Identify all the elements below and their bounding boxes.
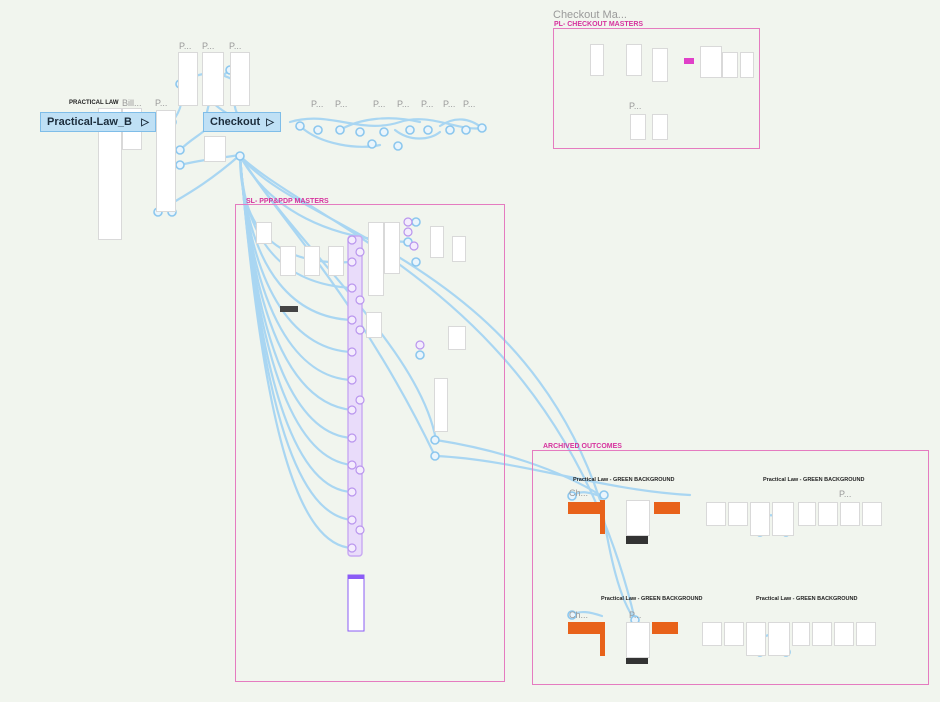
screen-thumbnail[interactable] bbox=[746, 622, 766, 656]
frame-title: P... bbox=[443, 99, 456, 109]
screen-thumbnail[interactable] bbox=[366, 312, 382, 338]
screen-thumbnail[interactable] bbox=[178, 52, 198, 106]
frame-title: P... bbox=[179, 41, 192, 51]
frame-title: P... bbox=[155, 98, 168, 108]
practical-law-logo: PRACTICAL LAW bbox=[69, 100, 119, 106]
frame-title: P... bbox=[335, 99, 348, 109]
play-icon: ▷ bbox=[266, 117, 274, 128]
screen-thumbnail[interactable] bbox=[700, 46, 722, 78]
flow-practical-law-button[interactable]: Practical-Law_B ▷ bbox=[40, 112, 156, 132]
screen-thumbnail[interactable] bbox=[452, 236, 466, 262]
section-title: PL- CHECKOUT MASTERS bbox=[554, 21, 644, 28]
screen-thumbnail[interactable] bbox=[768, 622, 790, 656]
screen-thumbnail[interactable] bbox=[204, 136, 226, 162]
screen-thumbnail[interactable] bbox=[230, 52, 250, 106]
screen-thumbnail[interactable] bbox=[706, 502, 726, 526]
screen-thumbnail[interactable] bbox=[384, 222, 400, 274]
screen-thumbnail[interactable] bbox=[812, 622, 832, 646]
screen-thumbnail[interactable] bbox=[430, 226, 444, 258]
screen-thumbnail[interactable] bbox=[304, 246, 320, 276]
screen-thumbnail[interactable] bbox=[840, 502, 860, 526]
screen-thumbnail[interactable] bbox=[630, 114, 646, 140]
section-ppp-pdp-masters[interactable]: SL- PPP&PDP MASTERS bbox=[235, 198, 505, 682]
screen-thumbnail[interactable] bbox=[434, 378, 448, 432]
archived-frame-title: Practical Law - GREEN BACKGROUND bbox=[756, 596, 858, 602]
screen-thumbnail[interactable] bbox=[818, 502, 838, 526]
frame-title: P... bbox=[202, 41, 215, 51]
screen-thumbnail[interactable] bbox=[652, 114, 668, 140]
screen-thumbnail[interactable] bbox=[728, 502, 748, 526]
screen-thumbnail[interactable] bbox=[590, 44, 604, 76]
frame-title: P... bbox=[311, 99, 324, 109]
screen-thumbnail[interactable] bbox=[626, 622, 650, 658]
screen-thumbnail[interactable] bbox=[280, 246, 296, 276]
screen-thumbnail[interactable] bbox=[702, 622, 722, 646]
screen-thumbnail[interactable] bbox=[834, 622, 854, 646]
section-title: ARCHIVED OUTCOMES bbox=[543, 443, 622, 450]
frame-title: Bill... bbox=[122, 98, 142, 108]
screen-thumbnail[interactable] bbox=[156, 110, 176, 212]
frame-title: P... bbox=[839, 489, 852, 499]
screen-thumbnail[interactable] bbox=[626, 500, 650, 536]
checkout-masters-frame-title: Checkout Ma... bbox=[553, 9, 627, 21]
frame-title: P... bbox=[421, 99, 434, 109]
screen-thumbnail[interactable] bbox=[256, 222, 272, 244]
screen-thumbnail[interactable] bbox=[772, 502, 794, 536]
frame-title: P... bbox=[629, 101, 642, 111]
frame-title: P... bbox=[629, 610, 642, 620]
section-checkout-masters[interactable]: PL- CHECKOUT MASTERS bbox=[553, 21, 760, 149]
archived-frame-title: Practical Law - GREEN BACKGROUND bbox=[763, 477, 865, 483]
section-title: SL- PPP&PDP MASTERS bbox=[246, 198, 329, 205]
screen-thumbnail[interactable] bbox=[750, 502, 770, 536]
screen-thumbnail[interactable] bbox=[722, 52, 738, 78]
screen-thumbnail[interactable] bbox=[724, 622, 744, 646]
screen-thumbnail[interactable] bbox=[448, 326, 466, 350]
frame-title: P... bbox=[373, 99, 386, 109]
flow-label: Practical-Law_B bbox=[47, 116, 132, 128]
screen-thumbnail[interactable] bbox=[368, 222, 384, 296]
frame-title: Ch... bbox=[569, 488, 589, 498]
screen-thumbnail[interactable] bbox=[328, 246, 344, 276]
flow-label: Checkout bbox=[210, 116, 261, 128]
section-archived-outcomes[interactable]: ARCHIVED OUTCOMES bbox=[532, 443, 929, 685]
screen-thumbnail[interactable] bbox=[792, 622, 810, 646]
frame-title: P... bbox=[229, 41, 242, 51]
screen-thumbnail[interactable] bbox=[202, 52, 224, 106]
flow-checkout-button[interactable]: Checkout ▷ bbox=[203, 112, 281, 132]
frame-title: P... bbox=[463, 99, 476, 109]
archived-frame-title: Practical Law - GREEN BACKGROUND bbox=[573, 477, 675, 483]
screen-thumbnail[interactable] bbox=[626, 44, 642, 76]
screen-thumbnail[interactable] bbox=[798, 502, 816, 526]
screen-thumbnail[interactable] bbox=[862, 502, 882, 526]
frame-title: P... bbox=[397, 99, 410, 109]
screen-thumbnail[interactable] bbox=[856, 622, 876, 646]
archived-frame-title: Practical Law - GREEN BACKGROUND bbox=[601, 596, 703, 602]
screen-thumbnail[interactable] bbox=[652, 48, 668, 82]
play-icon: ▷ bbox=[141, 117, 149, 128]
screen-thumbnail[interactable] bbox=[740, 52, 754, 78]
frame-title: Ch... bbox=[569, 610, 589, 620]
